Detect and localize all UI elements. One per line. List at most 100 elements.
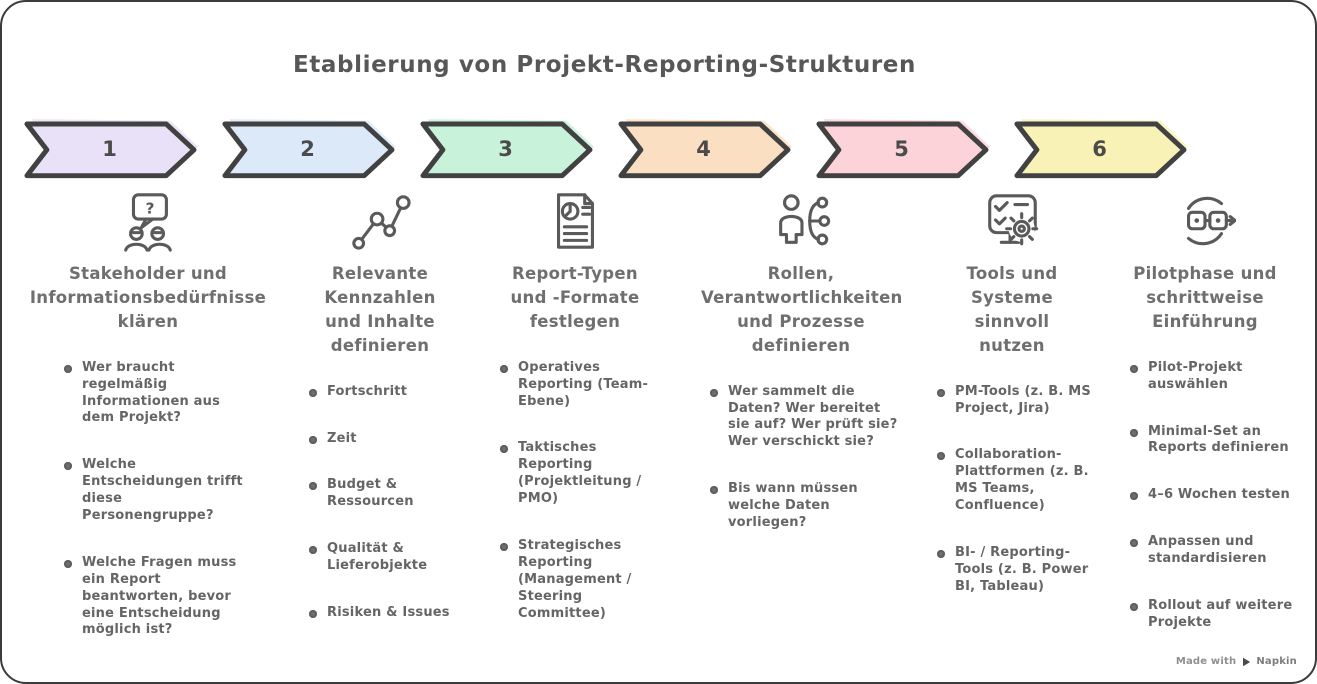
bullet-text: BI- / Reporting-Tools (z. B. Power BI, T… xyxy=(955,545,1089,594)
bullet-text: PM-Tools (z. B. MS Project, Jira) xyxy=(955,383,1091,416)
step-arrow-6: 6 xyxy=(1007,118,1192,182)
step-number: 4 xyxy=(696,137,711,162)
bullet-text: Wer sammelt die Daten? Wer bereitet sie … xyxy=(728,383,898,450)
bullet-dot-icon xyxy=(309,610,317,619)
step-column-2: Relevante Kennzahlen und Inhalte definie… xyxy=(289,190,471,652)
chevron-banner-shape xyxy=(420,119,594,179)
bullet-text: Operatives Reporting (Team-Ebene) xyxy=(518,359,649,409)
step-arrow-1: 1 xyxy=(17,118,202,182)
page-title: Etablierung von Projekt-Reporting-Strukt… xyxy=(293,52,916,78)
bullet-item: Strategisches Reporting (Management / St… xyxy=(500,538,664,622)
bullet-text: 4–6 Wochen testen xyxy=(1148,487,1290,503)
bullet-text: Collaboration-Plattformen (z. B. MS Team… xyxy=(955,447,1089,514)
bullet-text: Fortschritt xyxy=(327,383,408,399)
bullet-dot-icon xyxy=(64,364,72,373)
pilot-rollout-icon xyxy=(1110,190,1300,252)
bullet-text: Anpassen und standardisieren xyxy=(1148,534,1267,567)
bullet-text: Welche Entscheidungen trifft diese Perso… xyxy=(82,457,243,523)
bullet-item: Operatives Reporting (Team-Ebene) xyxy=(500,360,664,411)
bullet-dot-icon xyxy=(64,462,72,471)
bullet-text: Qualität & Lieferobjekte xyxy=(327,541,428,574)
napkin-brand-label: Napkin xyxy=(1256,656,1297,667)
bullet-text: Bis wann müssen welche Daten vorliegen? xyxy=(728,481,858,531)
bullet-item: Taktisches Reporting (Projektleitung / P… xyxy=(500,440,664,508)
bullet-dot-icon xyxy=(937,388,945,397)
step-heading: Relevante Kennzahlen und Inhalte definie… xyxy=(324,264,436,355)
bullet-item: Bis wann müssen welche Daten vorliegen? xyxy=(710,481,906,532)
step-bullet-list: PM-Tools (z. B. MS Project, Jira) Collabo… xyxy=(917,384,1107,596)
bullet-dot-icon xyxy=(500,543,508,551)
chevron-banner-shape xyxy=(816,119,990,179)
bullet-dot-icon xyxy=(309,388,317,397)
bullet-item: Welche Entscheidungen trifft diese Perso… xyxy=(64,457,256,525)
chevron-banner-shape xyxy=(1014,119,1188,179)
bullet-item: Zeit xyxy=(309,431,465,448)
bullet-text: Welche Fragen muss ein Report beantworte… xyxy=(82,554,237,638)
step-bullet-list: Operatives Reporting (Team-Ebene) Taktisc… xyxy=(480,360,670,623)
bullet-dot-icon xyxy=(500,364,508,373)
chevron-banner-shape xyxy=(24,119,198,179)
bullet-item: Wer sammelt die Daten? Wer bereitet sie … xyxy=(710,384,906,452)
svg-text:?: ? xyxy=(145,199,154,217)
chevron-banner-shape xyxy=(618,119,792,179)
step-arrow-4: 4 xyxy=(611,118,796,182)
step-number: 3 xyxy=(498,137,513,162)
bullet-text: Rollout auf weitere Projekte xyxy=(1148,598,1293,630)
bullet-dot-icon xyxy=(309,546,317,555)
bullet-item: Welche Fragen muss ein Report beantworte… xyxy=(64,555,256,639)
step-bullet-list: Wer sammelt die Daten? Wer bereitet sie … xyxy=(690,384,912,532)
napkin-logo-icon xyxy=(1241,657,1251,667)
bullet-dot-icon xyxy=(1130,428,1138,437)
bullet-item: Fortschritt xyxy=(309,384,465,401)
bullet-dot-icon xyxy=(309,435,317,444)
bullet-dot-icon xyxy=(710,486,718,495)
step-columns: ? Stakeholder und Informationsbedürfnisse… xyxy=(2,190,1315,682)
step-arrow-3: 3 xyxy=(413,118,598,182)
report-document-icon xyxy=(480,190,670,252)
made-with-napkin-badge[interactable]: Made with Napkin xyxy=(1176,656,1297,667)
bullet-item: Collaboration-Plattformen (z. B. MS Team… xyxy=(937,447,1101,515)
step-number: 2 xyxy=(300,137,315,162)
bullet-text: Wer braucht regelmäßig Informationen aus… xyxy=(82,359,221,426)
step-number: 6 xyxy=(1092,137,1107,162)
step-column-4: Rollen, Verantwortlichkeiten und Prozess… xyxy=(690,190,912,562)
bullet-item: Qualität & Lieferobjekte xyxy=(309,541,465,575)
bullet-item: 4–6 Wochen testen xyxy=(1130,487,1294,504)
bullet-item: Minimal-Set an Reports definieren xyxy=(1130,424,1294,458)
bullet-item: Rollout auf weitere Projekte xyxy=(1130,598,1294,632)
bullet-item: Budget & Ressourcen xyxy=(309,477,465,511)
bullet-dot-icon xyxy=(1130,603,1138,611)
stakeholder-discussion-icon: ? xyxy=(12,190,284,252)
step-heading: Stakeholder und Informationsbedürfnisse … xyxy=(29,264,267,331)
step-heading: Report-Typen und -Formate festlegen xyxy=(510,264,640,331)
bullet-item: Pilot-Projekt auswählen xyxy=(1130,360,1294,394)
bullet-item: PM-Tools (z. B. MS Project, Jira) xyxy=(937,384,1101,418)
bullet-text: Pilot-Projekt auswählen xyxy=(1148,359,1243,392)
step-heading: Tools und Systeme sinnvoll nutzen xyxy=(966,264,1058,355)
step-arrow-5: 5 xyxy=(809,118,994,182)
step-heading: Pilotphase und schrittweise Einführung xyxy=(1133,264,1277,331)
bullet-item: Risiken & Issues xyxy=(309,605,465,622)
bullet-item: BI- / Reporting-Tools (z. B. Power BI, T… xyxy=(937,545,1101,596)
bullet-text: Zeit xyxy=(327,430,357,446)
bullet-dot-icon xyxy=(64,559,72,568)
step-bullet-list: Wer braucht regelmäßig Informationen aus… xyxy=(12,360,284,640)
step-arrow-band: 1 2 3 4 5 6 xyxy=(17,118,1192,182)
bullet-item: Wer braucht regelmäßig Informationen aus… xyxy=(64,360,256,428)
bullet-dot-icon xyxy=(937,550,945,559)
step-number: 5 xyxy=(894,137,909,162)
bullet-item: Anpassen und standardisieren xyxy=(1130,534,1294,568)
step-heading: Rollen, Verantwortlichkeiten und Prozess… xyxy=(701,264,903,355)
bullet-dot-icon xyxy=(500,445,508,454)
bullet-dot-icon xyxy=(710,388,718,397)
bullet-dot-icon xyxy=(1130,539,1138,548)
bullet-dot-icon xyxy=(937,452,945,461)
bullet-dot-icon xyxy=(1130,364,1138,373)
metrics-line-chart-icon xyxy=(289,190,471,252)
bullet-text: Budget & Ressourcen xyxy=(327,477,414,510)
bullet-text: Taktisches Reporting (Projektleitung / P… xyxy=(518,440,642,507)
tools-system-icon xyxy=(917,190,1107,252)
